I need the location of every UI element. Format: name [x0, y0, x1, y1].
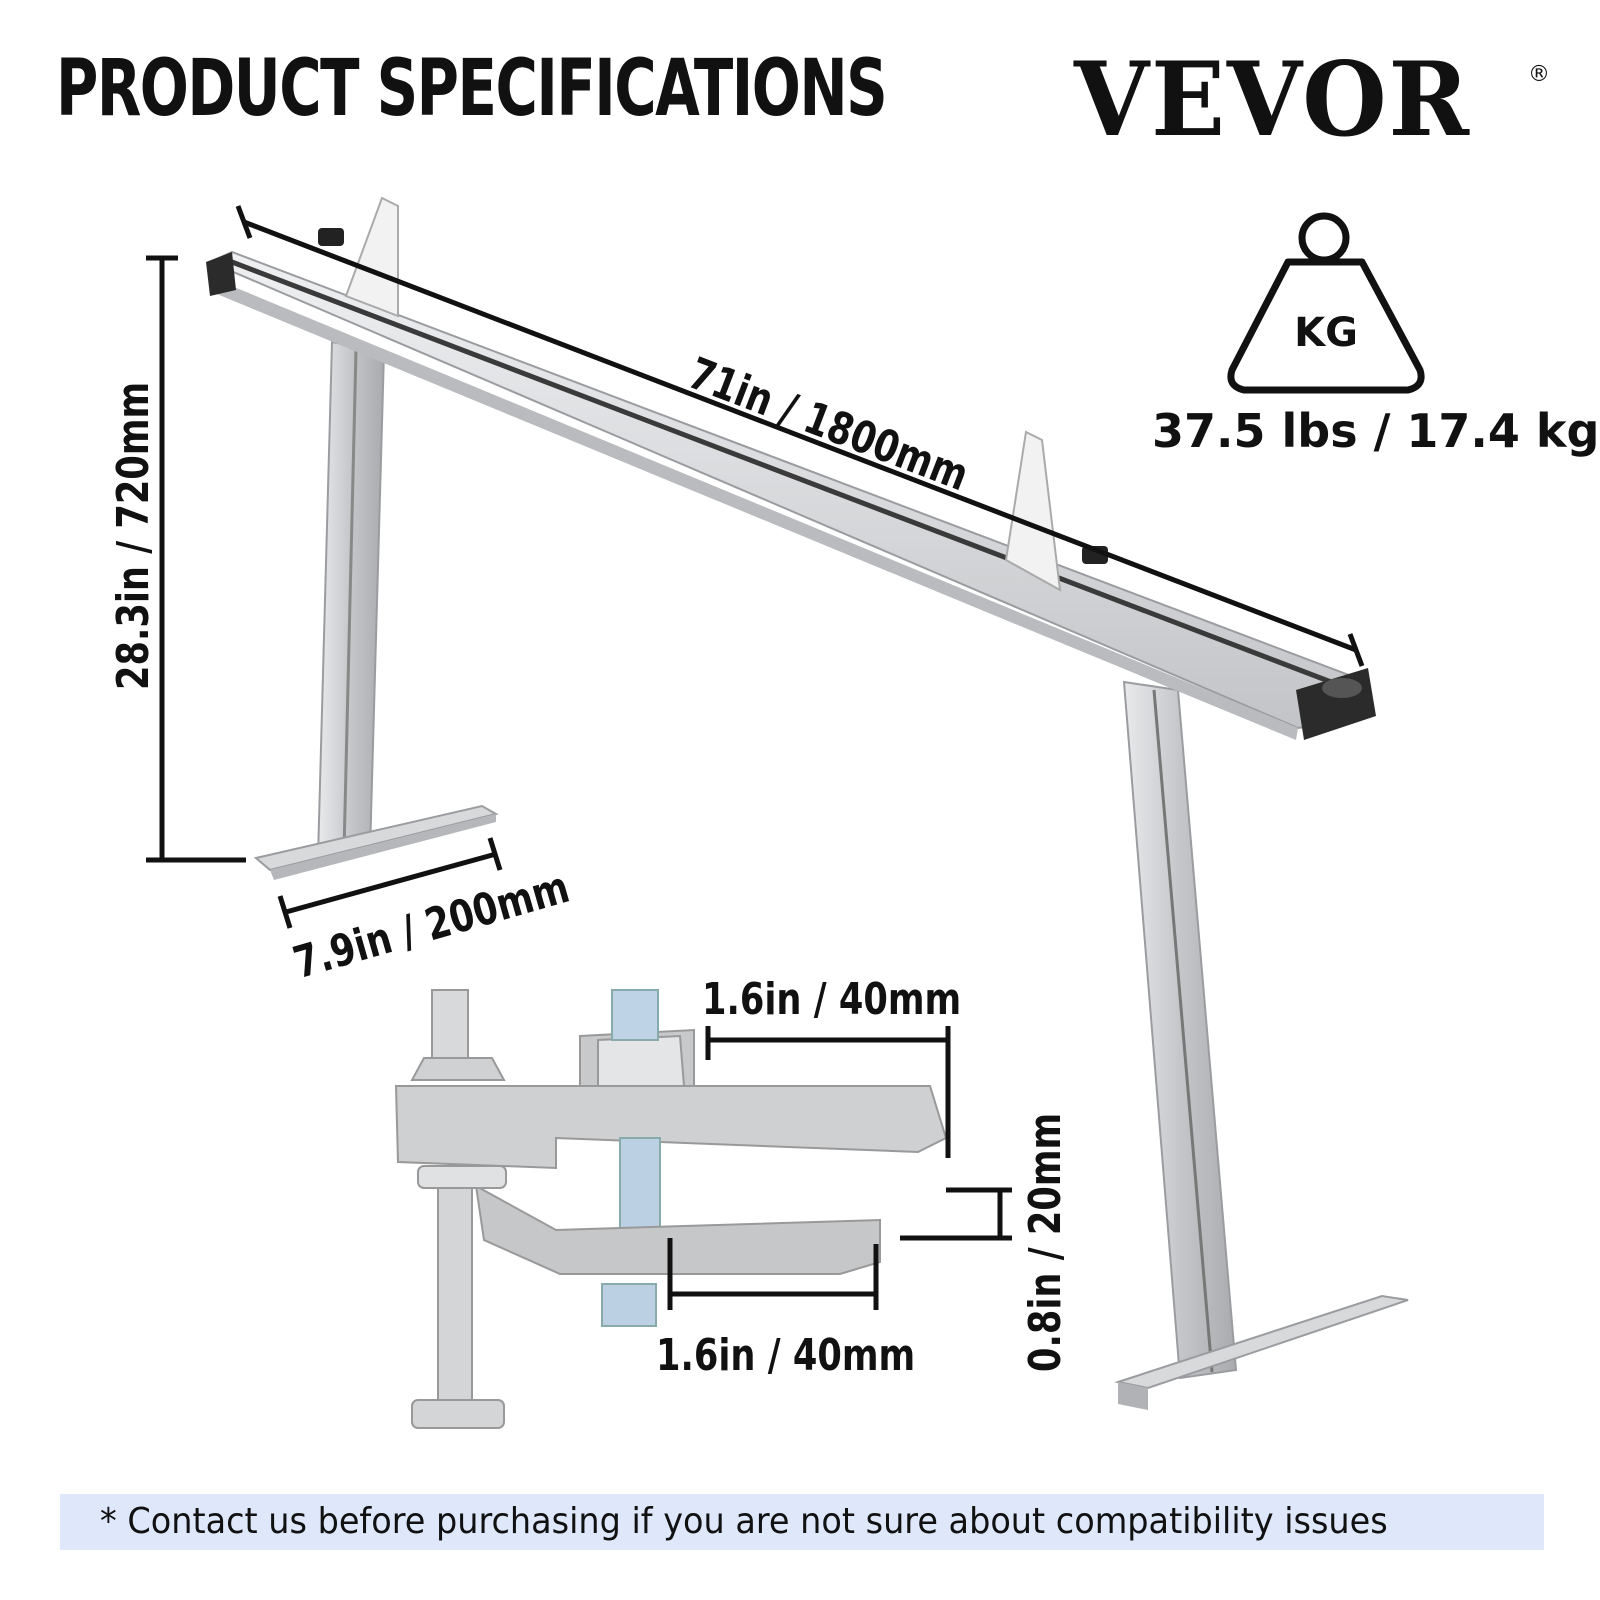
clamp-opening-label: 0.8in / 20mm: [1020, 1112, 1071, 1372]
page-title: PRODUCT SPECIFICATIONS: [56, 44, 888, 134]
weight-icon-label: KG: [1294, 310, 1358, 356]
notice-bar: [60, 1494, 1544, 1550]
registered-mark: ®: [1528, 62, 1550, 87]
height-label: 28.3in / 720mm: [108, 381, 159, 690]
compatibility-notice: * Contact us before purchasing if you ar…: [100, 1501, 1388, 1542]
length-dimension-line: [243, 219, 1357, 653]
weight-icon: [1227, 212, 1425, 394]
crossbar: [206, 196, 1376, 740]
weight-value: 37.5 lbs / 17.4 kg: [1152, 404, 1600, 458]
clamp: [394, 989, 948, 1429]
left-leg: [253, 340, 499, 880]
right-leg: [1114, 680, 1409, 1410]
clamp-top-length-label: 1.6in / 40mm: [702, 974, 962, 1025]
brand-logo: VEVOR: [1074, 40, 1471, 160]
base-dimension-line: [285, 851, 497, 915]
clamp-bottom-length-label: 1.6in / 40mm: [656, 1330, 916, 1381]
dimension-lines: [146, 205, 1365, 1310]
